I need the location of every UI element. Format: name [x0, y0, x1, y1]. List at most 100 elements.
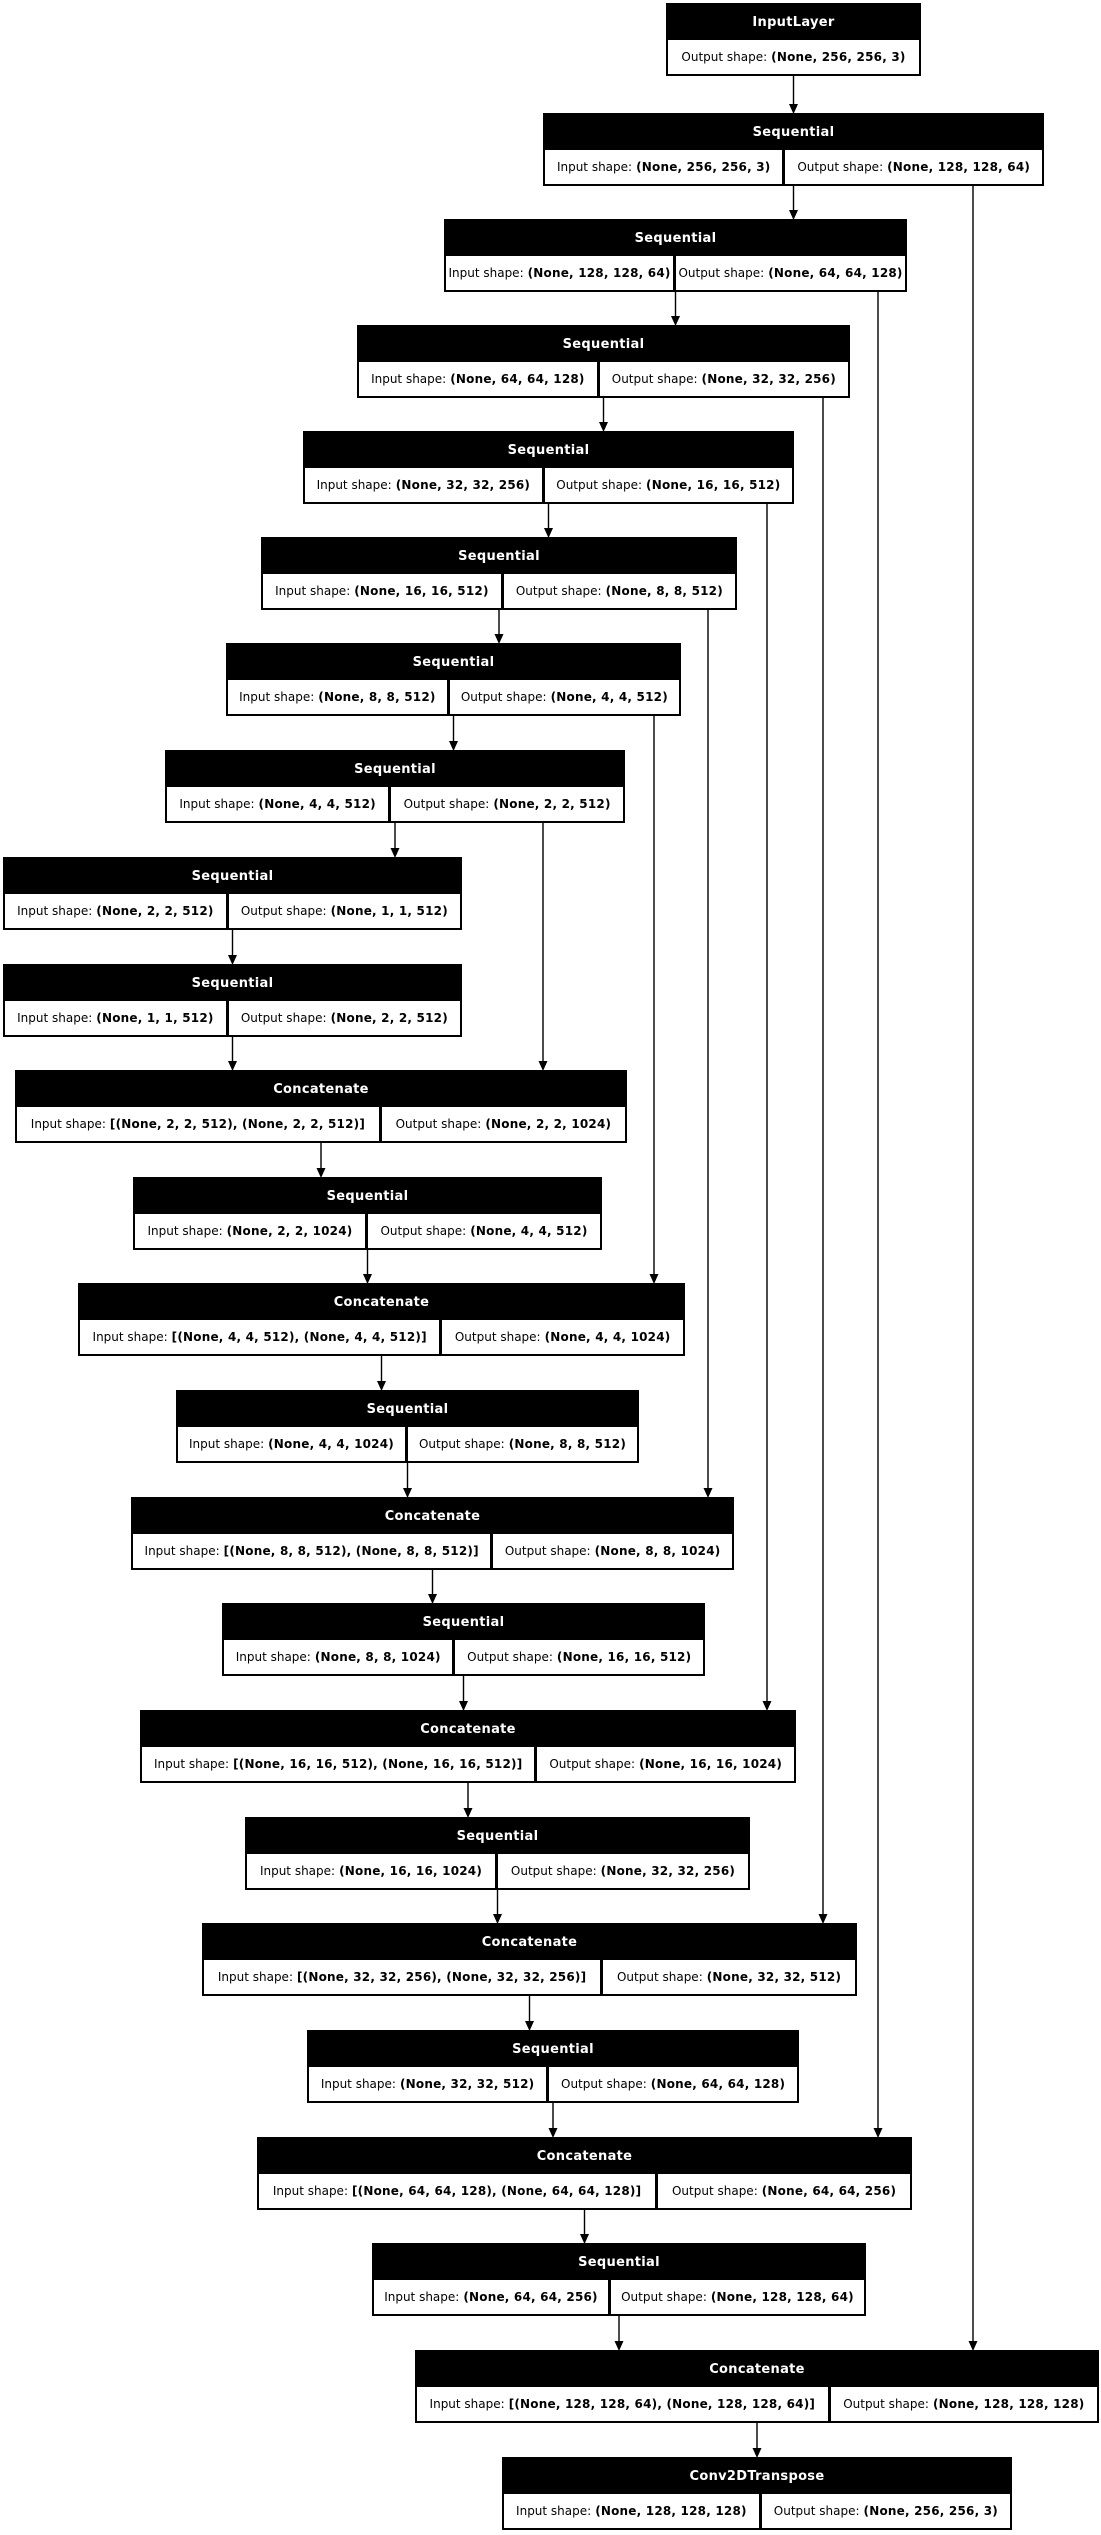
layer-type-label: Concatenate [536, 2149, 633, 2164]
input-shape-cell: Input shape: [(None, 2, 2, 512), (None, … [17, 1107, 379, 1141]
layer-node-seq9: Sequential Input shape: (None, 1, 1, 512… [3, 964, 462, 1037]
layer-node-conv: Conv2DTranspose Input shape: (None, 128,… [502, 2457, 1012, 2530]
layer-type-label: Sequential [512, 2042, 594, 2057]
output-shape-prefix: Output shape: [678, 266, 765, 280]
output-shape-cell: Output shape: (None, 16, 16, 512) [455, 1640, 704, 1674]
output-shape-value: (None, 32, 32, 256) [701, 372, 836, 386]
input-shape-cell: Input shape: [(None, 4, 4, 512), (None, … [80, 1320, 440, 1354]
input-shape-prefix: Input shape: [448, 266, 524, 280]
edge-arrowhead-seq3-to-seq4 [599, 422, 608, 432]
input-shape-cell: Input shape: [(None, 32, 32, 256), (None… [204, 1960, 601, 1994]
output-shape-cell: Output shape: (None, 128, 128, 64) [610, 2280, 865, 2314]
output-shape-prefix: Output shape: [403, 797, 490, 811]
edge-arrowhead-seq13-to-cat5 [493, 1914, 502, 1924]
output-shape-cell: Output shape: (None, 256, 256, 3) [761, 2494, 1010, 2528]
output-shape-cell: Output shape: (None, 8, 8, 512) [503, 574, 736, 608]
layer-shapes-row: Input shape: [(None, 8, 8, 512), (None, … [133, 1534, 732, 1568]
output-shape-value: (None, 16, 16, 512) [556, 1650, 692, 1664]
layer-node-seq7: Sequential Input shape: (None, 4, 4, 512… [165, 750, 625, 823]
layer-node-seq2: Sequential Input shape: (None, 128, 128,… [444, 219, 907, 292]
layer-shapes-row: Input shape: (None, 4, 4, 1024) Output s… [178, 1427, 637, 1461]
edge-arrowhead-seq4-to-cat4 [762, 1701, 772, 1711]
input-shape-cell: Input shape: (None, 4, 4, 1024) [178, 1427, 405, 1461]
layer-node-input: InputLayer Output shape: (None, 256, 256… [666, 3, 921, 76]
layer-node-cat4: Concatenate Input shape: [(None, 16, 16,… [140, 1710, 796, 1783]
input-shape-cell: Input shape: (None, 128, 128, 128) [504, 2494, 759, 2528]
edge-arrowhead-seq5-to-seq6 [494, 634, 504, 644]
output-shape-cell: Output shape: (None, 32, 32, 512) [603, 1960, 856, 1994]
edge-arrowhead-seq2-to-seq3 [671, 316, 680, 326]
edge-arrowhead-cat4-to-seq13 [463, 1808, 473, 1818]
input-shape-value: (None, 32, 32, 512) [399, 2077, 535, 2091]
output-shape-cell: Output shape: (None, 1, 1, 512) [228, 894, 460, 928]
input-shape-value: (None, 256, 256, 3) [636, 160, 771, 174]
layer-shapes-row: Input shape: (None, 32, 32, 256) Output … [305, 468, 792, 502]
edge-arrowhead-input-to-seq1 [789, 104, 798, 114]
edge-arrowhead-seq7-to-cat1 [538, 1061, 548, 1071]
layer-shapes-row: Input shape: (None, 16, 16, 1024) Output… [247, 1854, 749, 1888]
layer-shapes-row: Input shape: [(None, 32, 32, 256), (None… [204, 1960, 856, 1994]
output-shape-value: (None, 128, 128, 128) [932, 2397, 1085, 2411]
input-shape-prefix: Input shape: [516, 2504, 592, 2518]
layer-shapes-row: Input shape: (None, 1, 1, 512) Output sh… [5, 1001, 460, 1035]
output-shape-cell: Output shape: (None, 8, 8, 1024) [493, 1534, 732, 1568]
output-shape-cell: Output shape: (None, 2, 2, 512) [391, 787, 623, 821]
edge-arrowhead-seq10-to-cat2 [363, 1274, 372, 1284]
layer-type-label: Concatenate [420, 1722, 516, 1737]
layer-node-cat3: Concatenate Input shape: [(None, 8, 8, 5… [131, 1497, 734, 1570]
output-shape-value: (None, 256, 256, 3) [771, 50, 906, 64]
output-shape-value: (None, 1, 1, 512) [330, 904, 448, 918]
layer-node-cat2: Concatenate Input shape: [(None, 4, 4, 5… [78, 1283, 685, 1356]
input-shape-value: [(None, 16, 16, 512), (None, 16, 16, 512… [233, 1757, 523, 1771]
layer-type-label: Sequential [458, 549, 540, 564]
input-shape-prefix: Input shape: [239, 690, 315, 704]
output-shape-value: (None, 64, 64, 128) [768, 266, 903, 280]
output-shape-cell: Output shape: (None, 16, 16, 1024) [537, 1747, 794, 1781]
input-shape-value: [(None, 32, 32, 256), (None, 32, 32, 256… [296, 1970, 587, 1984]
layer-shapes-row: Output shape: (None, 256, 256, 3) [668, 40, 919, 74]
layer-type-label: Conv2DTranspose [689, 2469, 825, 2484]
layer-shapes-row: Input shape: (None, 32, 32, 512) Output … [309, 2067, 797, 2101]
input-shape-cell: Input shape: [(None, 16, 16, 512), (None… [142, 1747, 535, 1781]
layer-shapes-row: Input shape: [(None, 128, 128, 64), (Non… [417, 2387, 1097, 2421]
input-shape-cell: Input shape: (None, 2, 2, 1024) [135, 1214, 365, 1248]
layer-node-cat5: Concatenate Input shape: [(None, 32, 32,… [202, 1923, 857, 1996]
output-shape-value: (None, 4, 4, 512) [550, 690, 668, 704]
input-shape-cell: Input shape: (None, 8, 8, 512) [228, 680, 447, 714]
output-shape-cell: Output shape: (None, 4, 4, 512) [449, 680, 679, 714]
layer-type-label: Sequential [456, 1829, 539, 1844]
layer-shapes-row: Input shape: [(None, 16, 16, 512), (None… [142, 1747, 794, 1781]
edge-arrowhead-cat3-to-seq12 [428, 1594, 437, 1604]
input-shape-cell: Input shape: (None, 64, 64, 128) [359, 362, 597, 396]
layer-shapes-row: Input shape: (None, 8, 8, 512) Output sh… [228, 680, 679, 714]
input-shape-value: [(None, 2, 2, 512), (None, 2, 2, 512)] [109, 1117, 366, 1131]
layer-type-label: Sequential [354, 762, 436, 777]
input-shape-value: (None, 2, 2, 512) [96, 904, 214, 918]
input-shape-prefix: Input shape: [384, 2290, 460, 2304]
output-shape-prefix: Output shape: [616, 1970, 703, 1984]
output-shape-cell: Output shape: (None, 64, 64, 128) [676, 256, 905, 290]
input-shape-prefix: Input shape: [235, 1650, 311, 1664]
input-shape-cell: Input shape: [(None, 128, 128, 64), (Non… [417, 2387, 828, 2421]
layer-type-label: Sequential [507, 443, 590, 458]
output-shape-prefix: Output shape: [504, 1544, 591, 1558]
input-shape-value: (None, 2, 2, 1024) [226, 1224, 353, 1238]
output-shape-prefix: Output shape: [418, 1437, 505, 1451]
input-shape-prefix: Input shape: [153, 1757, 230, 1771]
input-shape-value: (None, 32, 32, 256) [395, 478, 531, 492]
edge-arrowhead-seq15-to-cat7 [614, 2341, 624, 2351]
input-shape-value: [(None, 8, 8, 512), (None, 8, 8, 512)] [223, 1544, 479, 1558]
layer-type-label: Sequential [412, 655, 495, 670]
layer-type-label: Concatenate [333, 1295, 430, 1310]
layer-shapes-row: Input shape: (None, 128, 128, 128) Outpu… [504, 2494, 1010, 2528]
layer-node-seq3: Sequential Input shape: (None, 64, 64, 1… [357, 325, 850, 398]
output-shape-cell: Output shape: (None, 16, 16, 512) [544, 468, 792, 502]
input-shape-value: (None, 8, 8, 512) [318, 690, 436, 704]
output-shape-cell: Output shape: (None, 64, 64, 256) [658, 2174, 911, 2208]
input-shape-cell: Input shape: [(None, 64, 64, 128), (None… [259, 2174, 656, 2208]
edge-arrowhead-seq6-to-cat2 [649, 1274, 659, 1284]
edge-arrowhead-cat1-to-seq10 [316, 1168, 326, 1178]
layer-node-cat1: Concatenate Input shape: [(None, 2, 2, 5… [15, 1070, 627, 1143]
layer-shapes-row: Input shape: [(None, 64, 64, 128), (None… [259, 2174, 911, 2208]
